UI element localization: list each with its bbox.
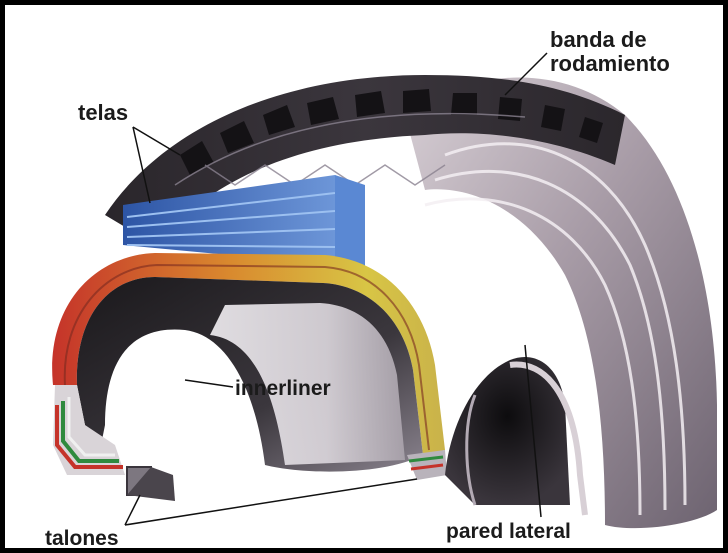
- label-banda-line1: banda de: [550, 28, 670, 52]
- label-banda-de-rodamiento: banda de rodamiento: [550, 28, 670, 76]
- bead-left: [53, 385, 175, 501]
- bead-right: [407, 450, 447, 480]
- pointer-telas-1: [133, 127, 180, 155]
- label-innerliner: innerliner: [235, 377, 331, 401]
- label-talones: talones: [45, 527, 119, 551]
- pointer-talones-1: [125, 495, 140, 525]
- pointer-innerliner: [185, 380, 233, 387]
- tire-cutaway-illustration: [5, 5, 728, 553]
- label-telas: telas: [78, 101, 128, 125]
- label-banda-line2: rodamiento: [550, 52, 670, 76]
- label-pared-lateral: pared lateral: [446, 520, 571, 544]
